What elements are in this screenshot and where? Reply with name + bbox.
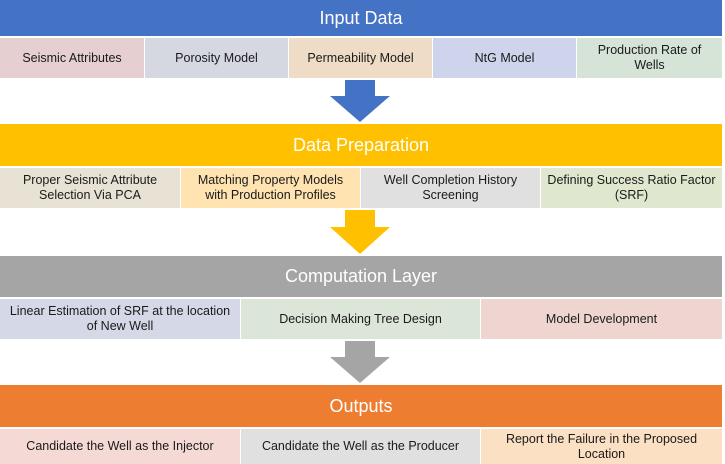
compute-item-linear-estimation: Linear Estimation of SRF at the location… <box>0 299 241 339</box>
output-item-label: Candidate the Well as the Injector <box>26 439 214 453</box>
prep-item-well-completion: Well Completion History Screening <box>361 168 541 208</box>
prep-item-label: Matching Property Models with Production… <box>197 173 344 202</box>
output-item-label: Candidate the Well as the Producer <box>261 439 460 453</box>
input-item-ntg-model: NtG Model <box>433 38 577 78</box>
prep-item-label: Defining Success Ratio Factor (SRF) <box>547 173 716 202</box>
down-arrow-icon <box>330 80 390 122</box>
input-data-header: Input Data <box>0 0 722 36</box>
output-item-producer: Candidate the Well as the Producer <box>241 429 481 464</box>
input-item-label: Permeability Model <box>307 50 414 65</box>
down-arrow-icon <box>330 210 390 254</box>
computation-layer-header: Computation Layer <box>0 256 722 297</box>
data-preparation-header: Data Preparation <box>0 124 722 166</box>
prep-item-matching-models: Matching Property Models with Production… <box>181 168 361 208</box>
input-data-row: Seismic Attributes Porosity Model Permea… <box>0 38 722 78</box>
outputs-row: Candidate the Well as the Injector Candi… <box>0 429 722 464</box>
prep-item-label: Well Completion History Screening <box>383 173 518 202</box>
input-item-seismic-attributes: Seismic Attributes <box>0 38 145 78</box>
computation-layer-row: Linear Estimation of SRF at the location… <box>0 299 722 339</box>
input-item-permeability-model: Permeability Model <box>289 38 433 78</box>
input-item-label: Production Rate of Wells <box>597 43 702 72</box>
input-item-label: Seismic Attributes <box>22 50 122 65</box>
compute-item-label: Decision Making Tree Design <box>279 311 442 326</box>
compute-item-model-development: Model Development <box>481 299 722 339</box>
input-item-porosity-model: Porosity Model <box>145 38 289 78</box>
output-item-label: Report the Failure in the Proposed Locat… <box>505 431 698 461</box>
input-item-label: NtG Model <box>474 50 535 65</box>
data-preparation-row: Proper Seismic Attribute Selection Via P… <box>0 168 722 208</box>
computation-layer-title: Computation Layer <box>284 266 438 286</box>
input-item-production-rate: Production Rate of Wells <box>577 38 722 78</box>
prep-item-srf: Defining Success Ratio Factor (SRF) <box>541 168 722 208</box>
compute-item-label: Linear Estimation of SRF at the location… <box>9 304 231 333</box>
input-item-label: Porosity Model <box>175 50 258 65</box>
compute-item-label: Model Development <box>545 311 658 326</box>
input-data-title: Input Data <box>319 7 403 28</box>
outputs-title: Outputs <box>329 395 393 416</box>
data-preparation-title: Data Preparation <box>292 134 430 155</box>
prep-item-label: Proper Seismic Attribute Selection Via P… <box>22 173 158 202</box>
output-item-failure-report: Report the Failure in the Proposed Locat… <box>481 429 722 464</box>
prep-item-seismic-selection: Proper Seismic Attribute Selection Via P… <box>0 168 181 208</box>
compute-item-decision-tree: Decision Making Tree Design <box>241 299 481 339</box>
down-arrow-icon <box>330 341 390 383</box>
outputs-header: Outputs <box>0 385 722 427</box>
output-item-injector: Candidate the Well as the Injector <box>0 429 241 464</box>
